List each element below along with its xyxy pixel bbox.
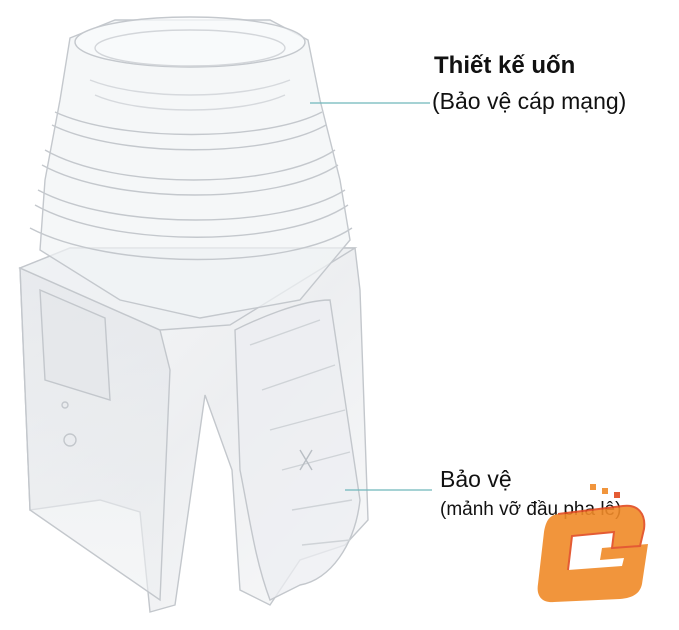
bend-design-title: Thiết kế uốn: [434, 52, 576, 79]
brand-logo: [537, 484, 648, 603]
bend-relief-collar: [29, 16, 353, 319]
bend-design-subtitle: (Bảo vệ cáp mạng): [432, 88, 627, 114]
protection-title: Bảo vệ: [440, 466, 512, 492]
